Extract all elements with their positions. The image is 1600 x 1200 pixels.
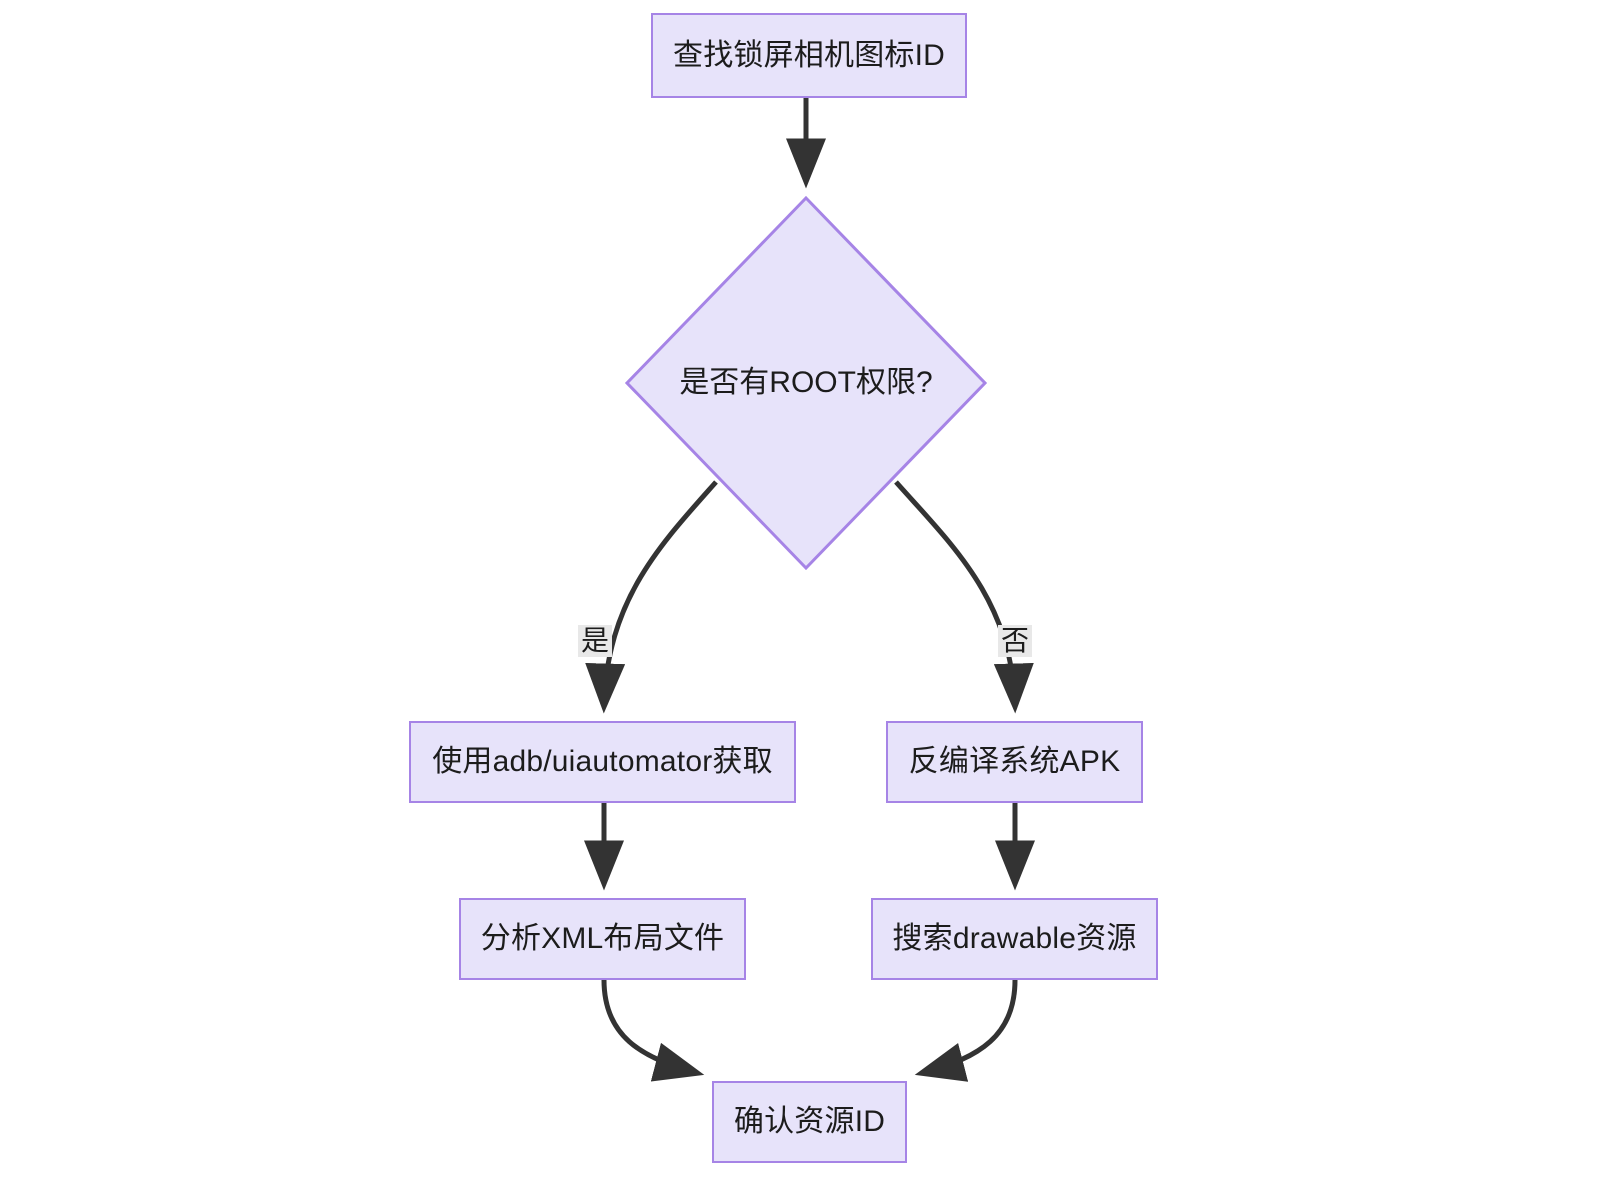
node-confirm-resource-id-label: 确认资源ID [733, 1105, 886, 1138]
edge-label-no: 否 [997, 625, 1033, 657]
edge-decide-to-decomp [894, 480, 1034, 714]
node-start-label: 查找锁屏相机图标ID [673, 38, 945, 72]
edge-drawable-to-confirm [914, 979, 1018, 1082]
node-analyze-xml[interactable]: 分析XML布局文件 [459, 898, 746, 980]
node-adb-uiautomator[interactable]: 使用adb/uiautomator获取 [409, 721, 796, 803]
edge-label-yes: 是 [577, 625, 613, 657]
node-decision-label: 是否有ROOT权限? [679, 366, 933, 399]
node-decision-root-permission[interactable]: 是否有ROOT权限? [625, 196, 987, 570]
node-analyze-xml-label: 分析XML布局文件 [480, 922, 725, 955]
node-adb-uiautomator-label: 使用adb/uiautomator获取 [432, 745, 773, 778]
diamond-shape [625, 196, 987, 570]
node-confirm-resource-id[interactable]: 确认资源ID [712, 1081, 907, 1163]
node-start[interactable]: 查找锁屏相机图标ID [651, 13, 967, 98]
node-search-drawable-label: 搜索drawable资源 [892, 922, 1137, 955]
node-decompile-apk-label: 反编译系统APK [908, 745, 1121, 778]
edge-decide-to-adb [585, 480, 718, 714]
node-decompile-apk[interactable]: 反编译系统APK [886, 721, 1143, 803]
node-search-drawable[interactable]: 搜索drawable资源 [871, 898, 1158, 980]
edge-xml-to-confirm [601, 979, 705, 1082]
